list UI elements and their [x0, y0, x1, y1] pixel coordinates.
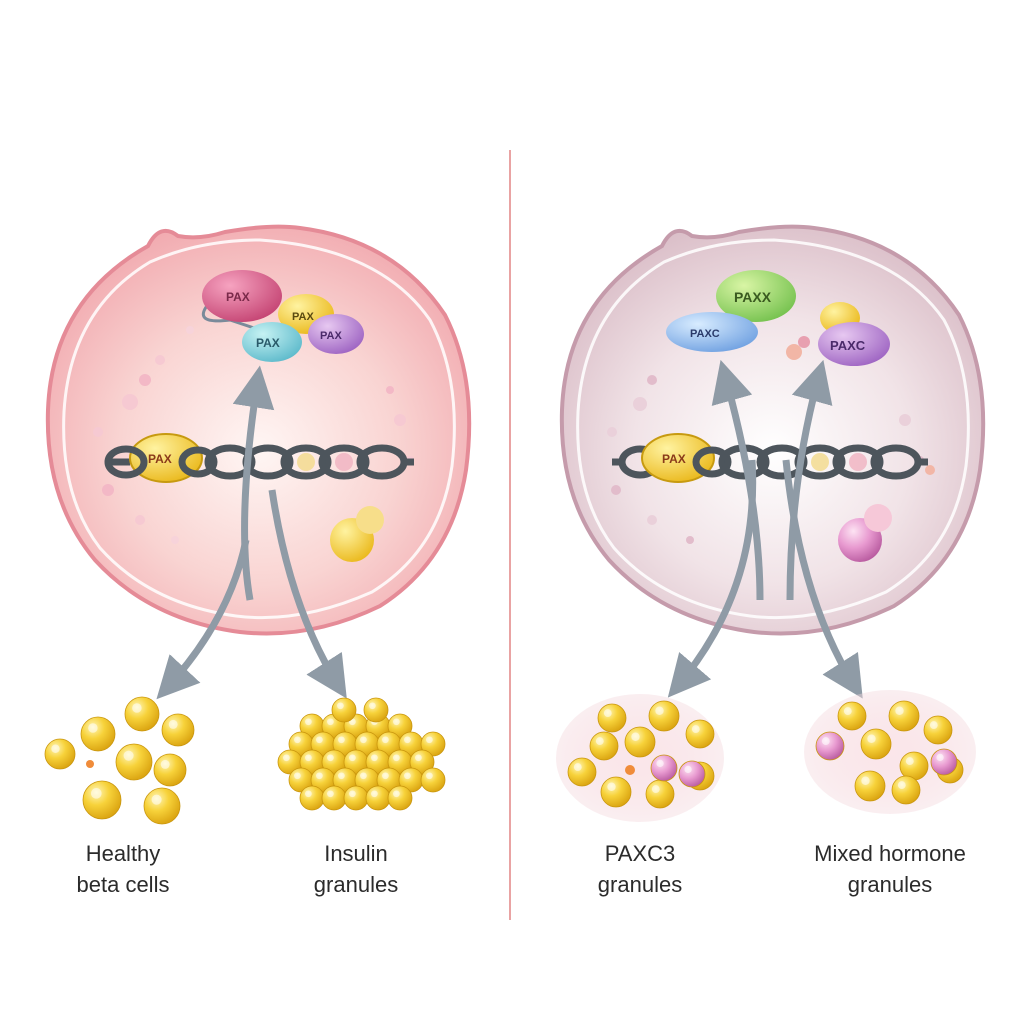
granule: [930, 748, 958, 776]
granule: [815, 731, 845, 761]
granule: [597, 703, 627, 733]
granule: [567, 757, 597, 787]
granule: [387, 785, 413, 811]
granule: [650, 754, 678, 782]
caption-line: Insulin: [324, 841, 388, 866]
granule: [363, 697, 389, 723]
granule: [343, 785, 369, 811]
granule: [891, 775, 921, 805]
molecule-label: PAX: [292, 311, 314, 323]
arrow-down-right: [268, 489, 347, 699]
arrow-up-right: [786, 359, 833, 601]
granule: [648, 700, 680, 732]
granule: [854, 770, 886, 802]
granule: [365, 785, 391, 811]
left-dna-chain: [106, 444, 414, 480]
molecule-green: [716, 270, 796, 322]
molecule-purple: [308, 314, 364, 354]
arrow-down-right: [782, 459, 863, 699]
arrow-down-left: [156, 539, 250, 700]
granule: [299, 785, 325, 811]
caption-line: granules: [847, 872, 933, 897]
granule: [153, 753, 187, 787]
granule: [923, 715, 953, 745]
granule: [837, 701, 867, 731]
caption-mixed-hormone-granules: Mixed hormone granules: [770, 838, 1010, 900]
granule-cluster-paxc3: [556, 694, 724, 822]
granule: [321, 785, 347, 811]
caption-paxc3-granules: PAXC3 granules: [520, 838, 760, 900]
arrow-up: [232, 365, 275, 601]
caption-insulin-granules: Insulin granules: [236, 838, 476, 900]
molecule-cyan: [242, 322, 302, 362]
granule: [860, 728, 892, 760]
granule: [82, 780, 122, 820]
granule: [645, 779, 675, 809]
molecule-label: PAX: [662, 452, 686, 466]
caption-line: granules: [313, 872, 399, 897]
molecule-label: PAX: [148, 452, 172, 466]
granule: [44, 738, 76, 770]
granule: [115, 743, 153, 781]
granule: [80, 716, 116, 752]
caption-line: PAXC3: [604, 841, 676, 866]
granule: [143, 787, 181, 825]
right-molecule-cluster: PAXX PAXC PAXC: [666, 270, 890, 366]
molecule-blue: [666, 312, 758, 352]
granule: [161, 713, 195, 747]
granule: [331, 697, 357, 723]
granule: [888, 700, 920, 732]
granule: [600, 776, 632, 808]
molecule-pink: [202, 270, 282, 322]
molecule-label: PAXX: [734, 289, 772, 305]
caption-line: beta cells: [76, 872, 170, 897]
molecule-label: PAX: [320, 330, 342, 342]
granule: [685, 719, 715, 749]
granule: [624, 726, 656, 758]
molecule-purple: [818, 322, 890, 366]
molecule-label: PAXC: [830, 338, 866, 353]
granule: [589, 731, 619, 761]
granule-cluster-mixed: [804, 690, 976, 814]
granule-cluster-insulin: [277, 697, 446, 811]
left-molecule-cluster: PAX PAX PAX PAX: [201, 270, 364, 362]
caption-line: Mixed hormone: [814, 841, 966, 866]
granule: [124, 696, 160, 732]
molecule-label: PAX: [256, 336, 280, 350]
molecule-label: PAXC: [690, 328, 720, 340]
granule-cluster-healthy: [44, 696, 195, 825]
granule: [420, 767, 446, 793]
arrow-down-left: [667, 459, 757, 698]
molecule-label: PAX: [226, 290, 250, 304]
caption-line: Healthy: [85, 841, 161, 866]
granule: [678, 760, 706, 788]
caption-healthy-beta-cells: Healthy beta cells: [3, 838, 243, 900]
caption-line: granules: [597, 872, 683, 897]
